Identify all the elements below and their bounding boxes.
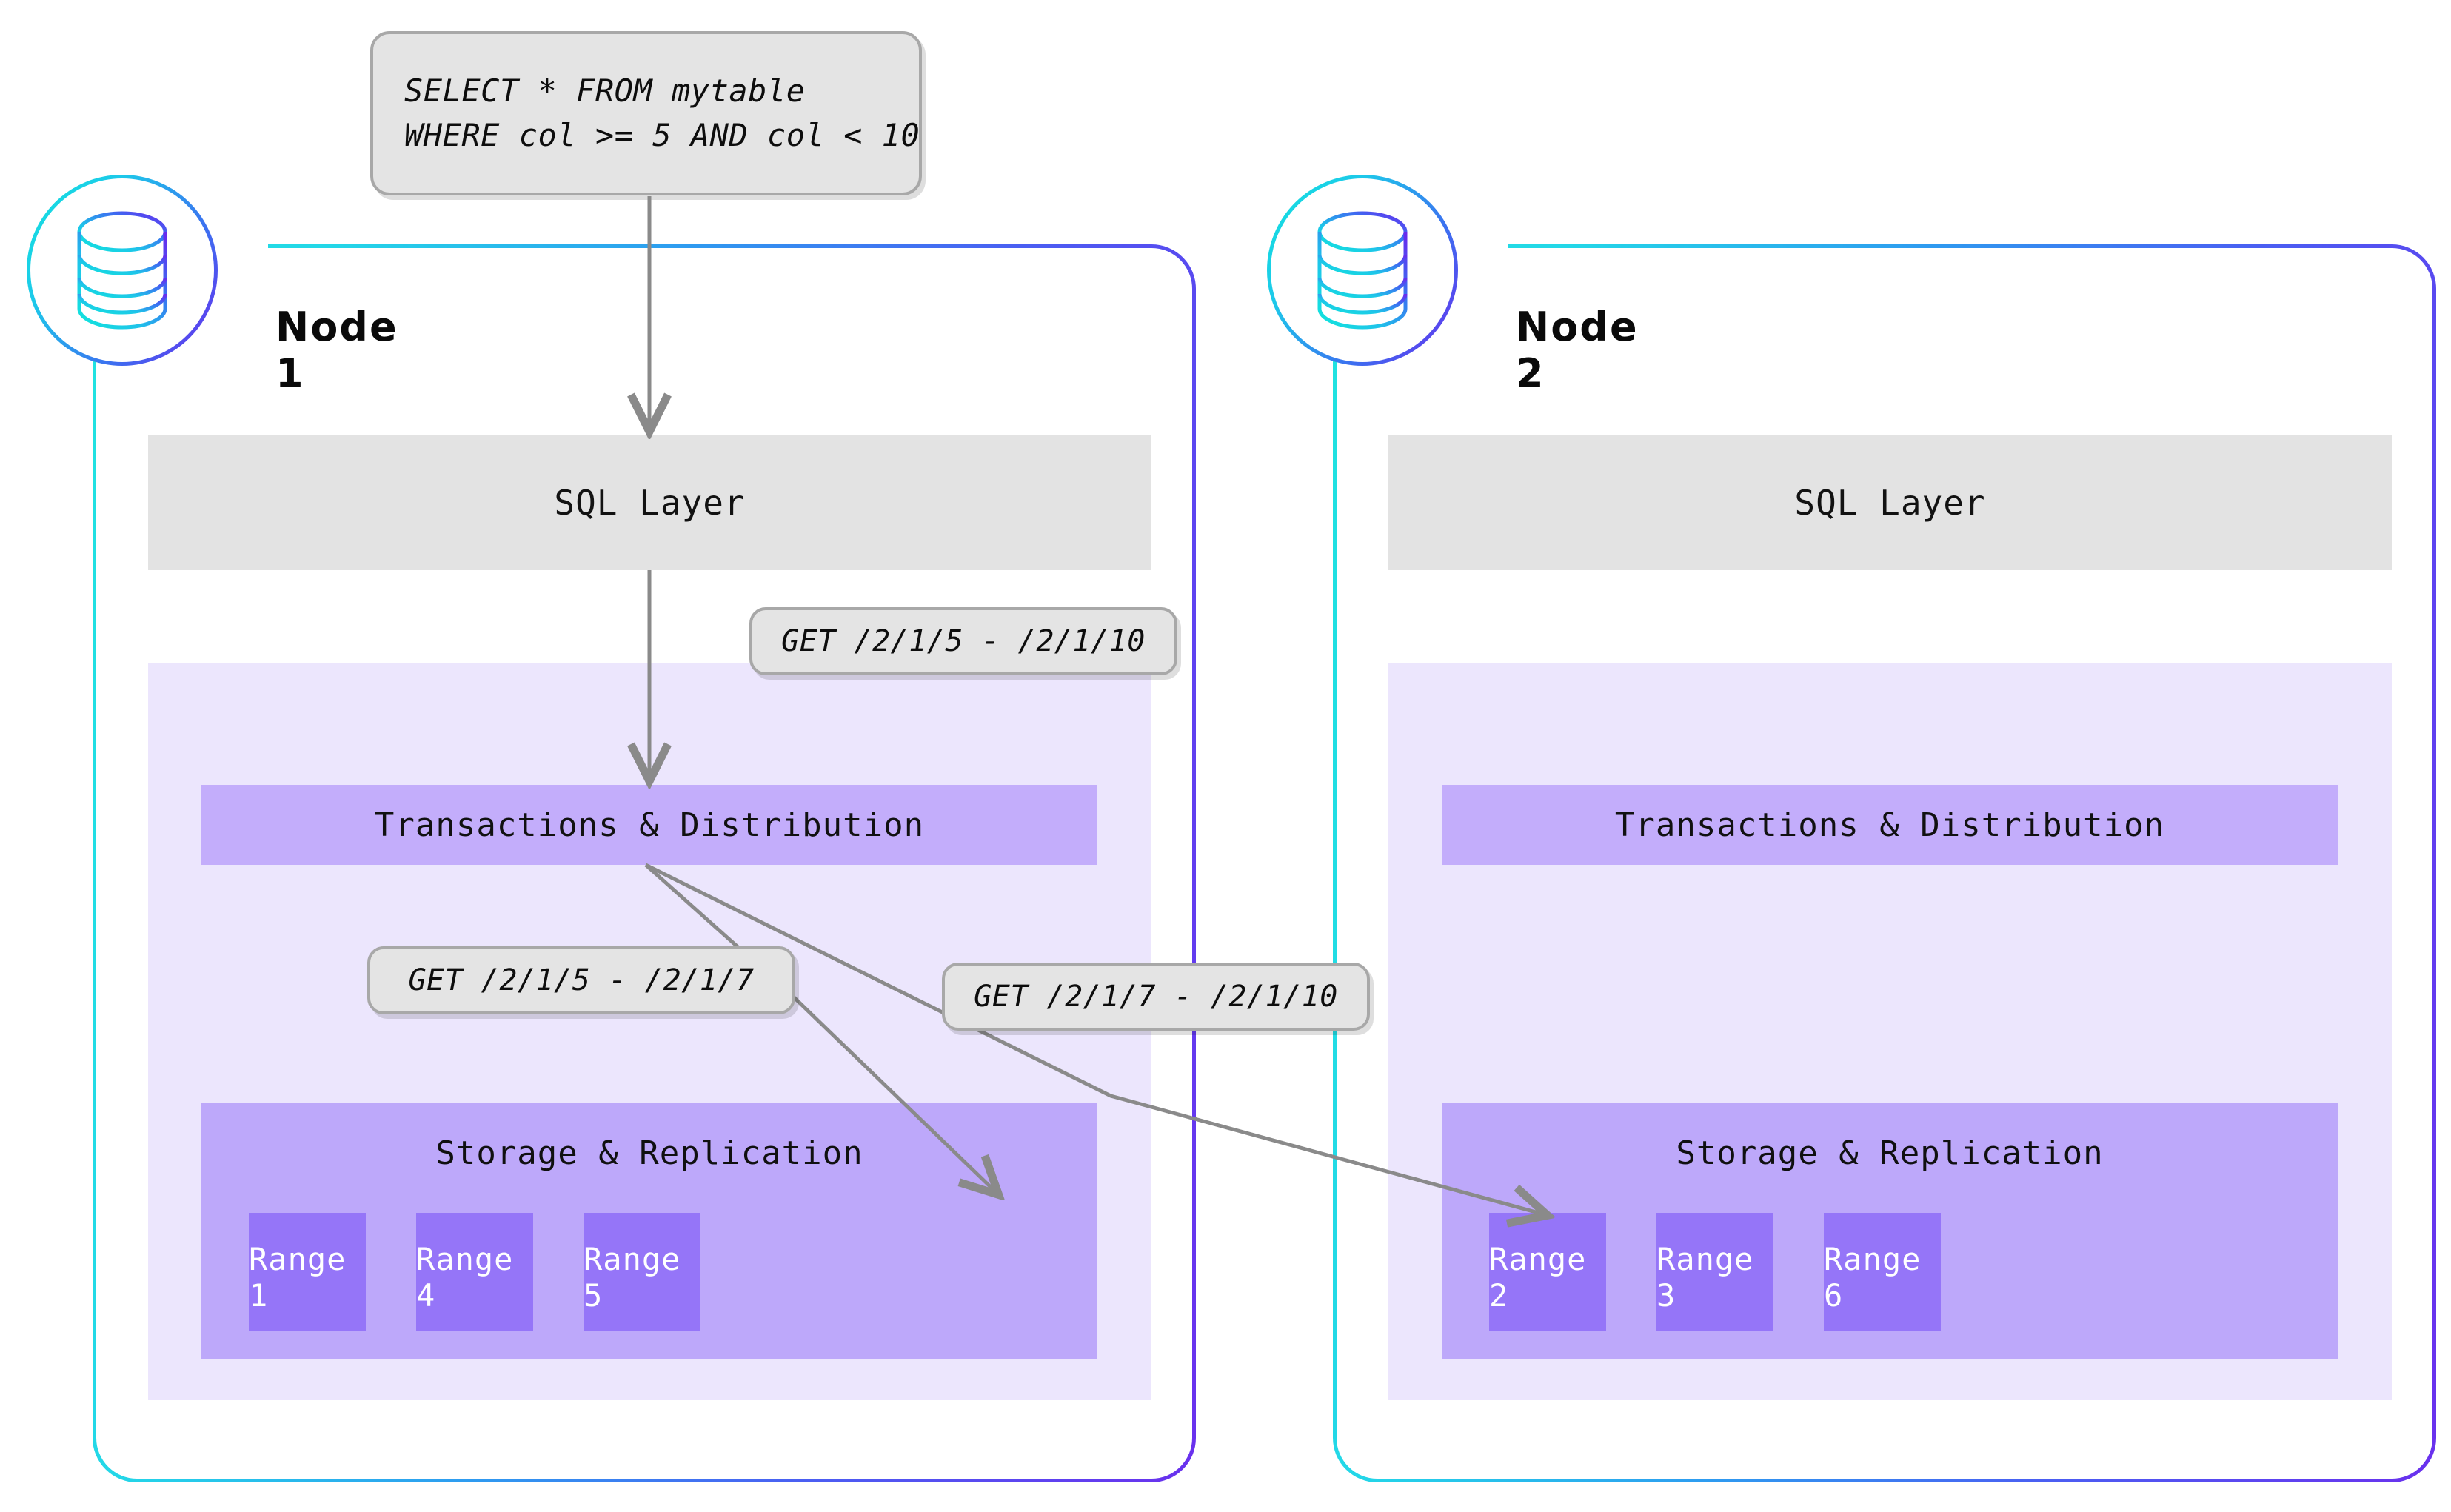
range-label: Range 3 [1656, 1241, 1754, 1314]
node-2-transactions-label: Transactions & Distribution [1614, 806, 2165, 844]
range-box[interactable]: Range 5 [584, 1213, 700, 1331]
database-icon [1317, 211, 1408, 330]
sql-query-line-1: SELECT * FROM mytable [404, 73, 806, 110]
range-label: Range 5 [584, 1241, 681, 1314]
sql-query-line-2: WHERE col >= 5 AND col < 10 [404, 117, 920, 153]
node-1-sql-layer-label: SQL Layer [554, 483, 746, 523]
get-callout-range2-label: GET /2/1/7 - /2/1/10 [974, 980, 1338, 1014]
range-label: Range 6 [1824, 1241, 1922, 1314]
node-1-storage-label: Storage & Replication [435, 1134, 863, 1172]
range-label: Range 4 [416, 1241, 514, 1314]
node-1-transactions-box: Transactions & Distribution [201, 785, 1097, 865]
range-box[interactable]: Range 4 [416, 1213, 533, 1331]
database-icon [77, 211, 167, 330]
node-2-storage-box: Storage & Replication Range 2 Range 3 Ra… [1442, 1103, 2338, 1359]
get-callout-range5-label: GET /2/1/5 - /2/1/7 [408, 963, 755, 997]
get-callout-range2: GET /2/1/7 - /2/1/10 [942, 963, 1370, 1031]
range-box[interactable]: Range 1 [249, 1213, 366, 1331]
get-callout-sql-to-kv-label: GET /2/1/5 - /2/1/10 [781, 624, 1146, 658]
node-1-range-row: Range 1 Range 4 Range 5 [249, 1213, 700, 1331]
get-callout-range5: GET /2/1/5 - /2/1/7 [367, 946, 795, 1014]
node-2-storage-label: Storage & Replication [1676, 1134, 2104, 1172]
node-2-transactions-box: Transactions & Distribution [1442, 785, 2338, 865]
node-1-storage-box: Storage & Replication Range 1 Range 4 Ra… [201, 1103, 1097, 1359]
node-1-circle [27, 175, 218, 366]
node-2-sql-layer: SQL Layer [1388, 435, 2392, 570]
node-1-transactions-label: Transactions & Distribution [374, 806, 925, 844]
node-2-title: Node 2 [1516, 304, 1639, 397]
range-box[interactable]: Range 3 [1656, 1213, 1773, 1331]
range-label: Range 2 [1489, 1241, 1587, 1314]
node-1-title: Node 1 [275, 304, 398, 397]
range-box[interactable]: Range 2 [1489, 1213, 1606, 1331]
get-callout-sql-to-kv: GET /2/1/5 - /2/1/10 [749, 607, 1177, 675]
sql-query-callout: SELECT * FROM mytable WHERE col >= 5 AND… [370, 31, 922, 195]
range-label: Range 1 [249, 1241, 347, 1314]
node-1-sql-layer: SQL Layer [148, 435, 1151, 570]
node-2-circle [1267, 175, 1458, 366]
range-box[interactable]: Range 6 [1824, 1213, 1941, 1331]
node-2-sql-layer-label: SQL Layer [1794, 483, 1986, 523]
node-2-range-row: Range 2 Range 3 Range 6 [1489, 1213, 1941, 1331]
